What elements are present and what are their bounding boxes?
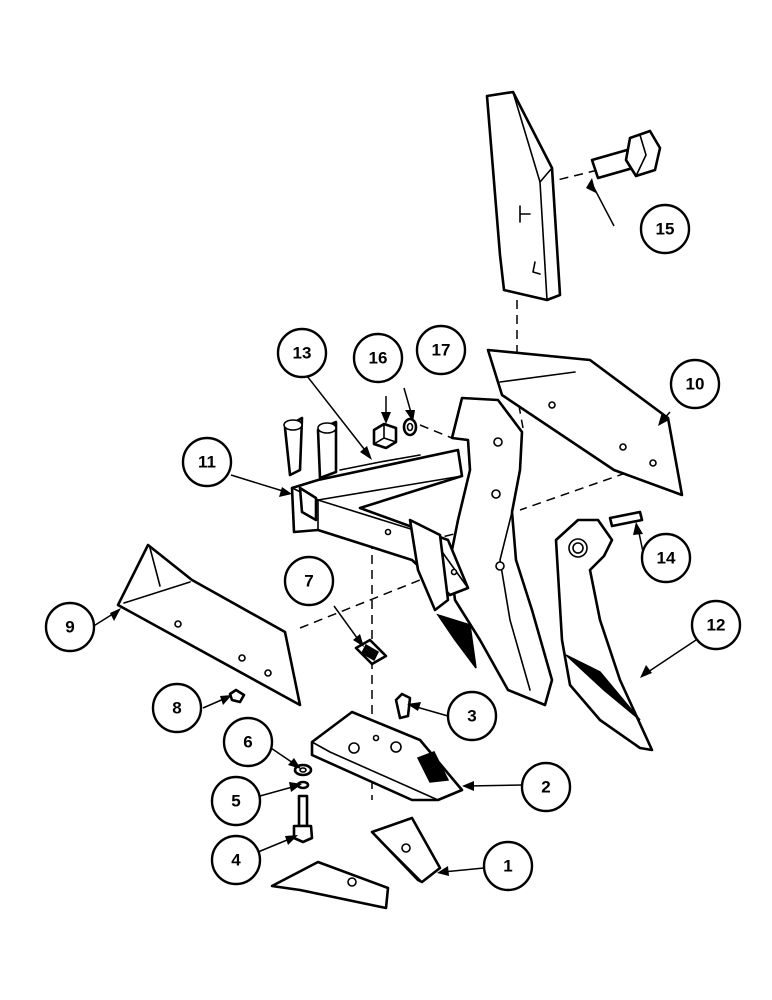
callout-10-label: 10: [686, 375, 705, 394]
callout-9-label: 9: [65, 618, 74, 637]
bolt-8: [228, 688, 246, 704]
pin-14: [608, 510, 644, 528]
washer-6: [293, 763, 313, 777]
callout-10: 10: [669, 358, 721, 410]
callout-9: 9: [44, 601, 96, 653]
callout-6: 6: [222, 716, 274, 768]
callout-3-label: 3: [467, 707, 476, 726]
callout-6-label: 6: [243, 733, 252, 752]
hex-nut-16: [372, 422, 398, 450]
callout-8-label: 8: [172, 699, 181, 718]
callout-1: 1: [482, 840, 534, 892]
point-tip-1: [370, 816, 442, 884]
callout-16-label: 16: [369, 349, 388, 368]
callout-14: 14: [640, 532, 692, 584]
callout-8: 8: [151, 682, 203, 734]
callout-11-label: 11: [198, 453, 216, 472]
callout-5: 5: [210, 775, 262, 827]
callout-12: 12: [690, 599, 742, 651]
standard-body: [436, 396, 554, 707]
callout-11: 11: [181, 436, 233, 488]
shovel-2: [310, 710, 464, 802]
wing-10: [486, 348, 684, 497]
callout-7-label: 7: [304, 572, 313, 591]
callout-17: 17: [415, 324, 467, 376]
callout-15-label: 15: [656, 220, 675, 239]
frame-11: [283, 416, 470, 612]
hex-bolt-15: [590, 129, 662, 180]
callout-4-label: 4: [231, 851, 241, 870]
bolt-4: [292, 794, 314, 844]
callout-1-label: 1: [503, 857, 512, 876]
leaders: [91, 178, 697, 876]
callout-2-label: 2: [541, 778, 550, 797]
shank-upright: [485, 90, 562, 302]
point-12: [554, 518, 654, 752]
callout-2: 2: [520, 761, 572, 813]
plow-bolt-3: [394, 692, 412, 720]
callout-14-label: 14: [657, 549, 676, 568]
callout-15: 15: [639, 203, 691, 255]
callout-5-label: 5: [231, 792, 240, 811]
callout-7: 7: [283, 555, 335, 607]
point-wedge: [270, 860, 390, 910]
lock-washer-17: [402, 417, 418, 437]
callout-17-label: 17: [432, 341, 451, 360]
wing-9: [116, 543, 302, 707]
callout-13: 13: [276, 327, 328, 379]
callout-3: 3: [446, 690, 498, 742]
callout-12-label: 12: [707, 616, 726, 635]
callout-16: 16: [352, 332, 404, 384]
callout-4: 4: [210, 834, 262, 886]
callout-13-label: 13: [293, 344, 312, 363]
